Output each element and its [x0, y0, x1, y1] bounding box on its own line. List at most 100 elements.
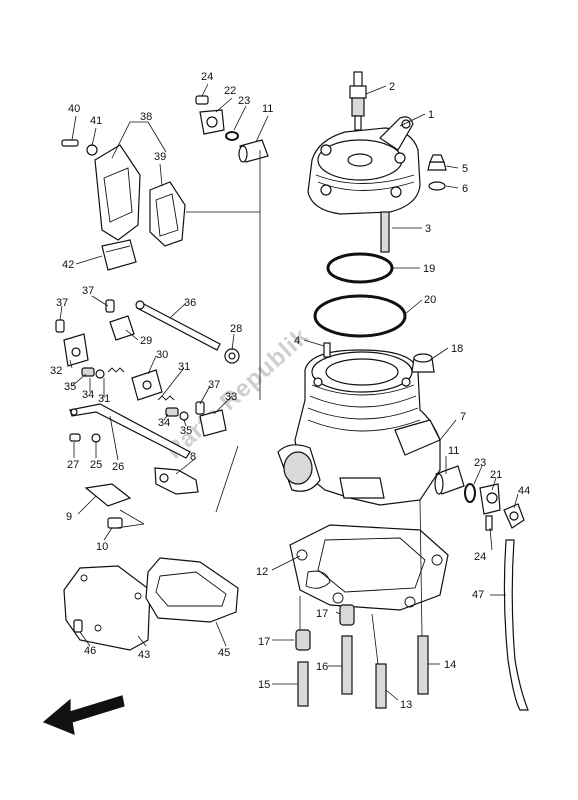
elbow-fitting	[503, 503, 525, 529]
callout-25: 25	[90, 459, 102, 471]
callout-34-left: 34	[82, 389, 94, 401]
washer-35-right	[179, 411, 189, 421]
washer-25	[91, 433, 101, 443]
callout-27: 27	[67, 459, 79, 471]
callout-43: 43	[138, 649, 150, 661]
bolt-40	[61, 139, 79, 147]
callout-23-top: 23	[238, 95, 250, 107]
watermark: Parts Republik	[161, 323, 314, 465]
callout-22: 22	[224, 85, 236, 97]
lever-30	[131, 369, 163, 401]
callout-33: 33	[225, 391, 237, 403]
callout-17-left: 17	[258, 636, 270, 648]
valve-holder-32	[63, 333, 89, 367]
callout-12: 12	[256, 566, 268, 578]
o-ring-top	[225, 131, 239, 141]
cylinder-base-gasket	[289, 524, 449, 611]
callout-37-mid: 37	[208, 379, 220, 391]
callout-13: 13	[400, 699, 412, 711]
washer-28	[224, 348, 240, 364]
o-ring-large	[313, 294, 407, 338]
link-rod-26	[69, 403, 191, 459]
stud-bolt	[380, 211, 390, 253]
washer	[428, 181, 446, 191]
callout-labels: 1 2 3 4 5 6 7 8 9 10 11 11 12 13 14 15 1…	[50, 71, 530, 711]
cap-nut	[427, 154, 447, 171]
callout-7: 7	[460, 411, 466, 423]
actuator-8	[154, 467, 199, 495]
stud-14	[417, 635, 429, 695]
callout-38: 38	[140, 111, 152, 123]
callout-37-left: 37	[56, 297, 68, 309]
callout-41: 41	[90, 115, 102, 127]
cylinder-head	[307, 116, 421, 215]
bolt-37-mid	[105, 299, 115, 313]
o-ring-right	[464, 483, 476, 503]
callout-23-right: 23	[474, 457, 486, 469]
leader-lines	[59, 83, 519, 701]
callout-18: 18	[451, 343, 463, 355]
callout-10: 10	[96, 541, 108, 553]
callout-21: 21	[490, 469, 502, 481]
callout-37-top: 37	[82, 285, 94, 297]
callout-16: 16	[316, 661, 328, 673]
cover-plate-38	[94, 144, 141, 241]
stud-15	[297, 661, 309, 707]
washer-35-left	[95, 369, 105, 379]
cylinder	[277, 349, 441, 506]
bracket-42	[101, 239, 137, 271]
callout-1: 1	[428, 109, 434, 121]
callout-39: 39	[154, 151, 166, 163]
bolt-24-right	[485, 515, 493, 531]
joint-pipe-top	[238, 139, 269, 163]
bolt-37-upper	[55, 319, 65, 333]
callout-45: 45	[218, 647, 230, 659]
gasket-45	[145, 557, 239, 623]
callout-19: 19	[423, 263, 435, 275]
spring-31-right	[157, 395, 175, 401]
callout-26: 26	[112, 461, 124, 473]
bracket-33	[199, 409, 227, 437]
callout-2: 2	[389, 81, 395, 93]
fitting-21	[479, 483, 501, 515]
callout-44: 44	[518, 485, 530, 497]
callout-24-right: 24	[474, 551, 486, 563]
fitting-22	[199, 109, 225, 135]
callout-17-right: 17	[316, 608, 328, 620]
bolt-37-lower	[195, 401, 205, 415]
callout-6: 6	[462, 183, 468, 195]
callout-20: 20	[424, 294, 436, 306]
collar-right	[339, 604, 355, 626]
stud-16	[341, 635, 353, 695]
lever-29	[109, 315, 135, 341]
breather-hose	[503, 539, 529, 711]
callout-11-top: 11	[262, 103, 273, 115]
callout-24-top: 24	[201, 71, 213, 83]
callout-4: 4	[294, 335, 300, 347]
callout-15: 15	[258, 679, 270, 691]
callout-34-right: 34	[158, 417, 170, 429]
callout-14: 14	[444, 659, 456, 671]
callout-11-right: 11	[448, 445, 459, 457]
dowel-pin	[323, 342, 331, 358]
callout-31-right: 31	[178, 361, 190, 373]
bolt-24-top	[195, 95, 209, 105]
callout-32: 32	[50, 365, 62, 377]
guide-9	[84, 483, 132, 507]
side-cover-43	[63, 565, 151, 651]
washer-41	[86, 144, 98, 156]
callout-8: 8	[190, 451, 196, 463]
callout-47: 47	[472, 589, 484, 601]
stud-13	[375, 663, 387, 709]
callout-31-left: 31	[98, 393, 110, 405]
callout-42: 42	[62, 259, 74, 271]
valve-shaft-36	[135, 300, 221, 351]
drain-bolt	[411, 353, 435, 373]
collar-34	[81, 367, 95, 377]
bolt-46	[73, 619, 83, 633]
callout-36: 36	[184, 297, 196, 309]
joint-pipe-right	[434, 465, 465, 495]
callout-30: 30	[156, 349, 168, 361]
spring-31-left	[107, 367, 125, 373]
